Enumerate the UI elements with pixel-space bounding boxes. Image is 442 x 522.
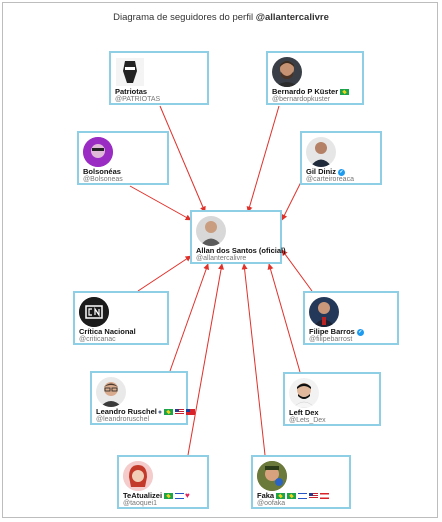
- edge-critica: [137, 255, 192, 292]
- title-handle: @allantercalivre: [255, 12, 329, 23]
- follower-card-gildiniz[interactable]: Gil Diniz✓ @carteiroreaca: [300, 131, 382, 185]
- edge-teatualizei: [187, 263, 225, 456]
- profile-handle: @taoquei1: [123, 500, 157, 507]
- profile-name-text: Bernardo P Küster: [272, 87, 339, 96]
- follower-card-bernardo[interactable]: Bernardo P Küster @bernardopkuster: [266, 51, 364, 105]
- verified-badge-icon: ✓: [338, 168, 345, 176]
- avatar: [123, 461, 153, 491]
- follower-card-leftdex[interactable]: Left Dex @Lets_Dex: [283, 372, 381, 426]
- figure-frame: [2, 2, 438, 518]
- edge-bernardo: [246, 105, 280, 213]
- avatar: [96, 377, 126, 407]
- usa-flag-icon: [175, 409, 185, 416]
- taiwan-flag-icon: [186, 409, 196, 416]
- profile-name: Leandro Ruschel●: [96, 407, 196, 416]
- edge-bolsoneas: [129, 185, 192, 221]
- heart-icon: ♥: [185, 491, 190, 500]
- verified-badge-icon: ✓: [356, 328, 364, 336]
- profile-name-text: TeAtualizei: [123, 491, 163, 500]
- speaking-head-icon: ●: [157, 409, 163, 416]
- profile-name: Crítica Nacional: [79, 327, 136, 336]
- profile-name: Filipe Barros✓: [309, 327, 364, 336]
- title-prefix: Diagrama de seguidores do perfil: [113, 12, 256, 23]
- brazil-flag-icon: [164, 409, 174, 416]
- profile-name: Patriotas: [115, 87, 148, 96]
- profile-name: Faka: [257, 491, 330, 500]
- israel-flag-icon: [175, 493, 185, 500]
- profile-name: Gil Diniz✓: [306, 167, 345, 176]
- follower-card-patriotas[interactable]: Patriotas @PATRIOTAS: [109, 51, 209, 105]
- lebanon-flag-icon: [320, 493, 330, 500]
- follower-card-filipe[interactable]: Filipe Barros✓ @filipebarrost: [303, 291, 399, 345]
- profile-handle: @criticanac: [79, 336, 116, 343]
- center-profile-card[interactable]: Allan dos Santos (oficial) @allantercali…: [190, 210, 286, 264]
- profile-handle: @carteiroreaca: [306, 176, 354, 183]
- profile-name: Allan dos Santos (oficial): [196, 246, 286, 255]
- diagram-title: Diagrama de seguidores do perfil @allant…: [0, 12, 442, 23]
- follower-card-critica[interactable]: Crítica Nacional @criticanac: [73, 291, 169, 345]
- profile-name-text: Leandro Ruschel: [96, 407, 157, 416]
- profile-name-text: Gil Diniz: [306, 167, 336, 176]
- avatar: [306, 137, 336, 167]
- edge-faka: [241, 263, 266, 456]
- profile-handle: @filipebarrost: [309, 336, 353, 343]
- edge-gildiniz: [281, 177, 304, 221]
- follower-card-leandro[interactable]: Leandro Ruschel● @leandroruschel: [90, 371, 196, 425]
- avatar: [257, 461, 287, 491]
- brazil-flag-icon: [276, 493, 286, 500]
- edge-filipe: [281, 249, 313, 292]
- brazil-flag-icon: [340, 89, 350, 96]
- follower-card-teatualizei[interactable]: TeAtualizei ♥ @taoquei1: [117, 455, 209, 509]
- profile-name: TeAtualizei ♥: [123, 491, 190, 500]
- profile-handle: @Lets_Dex: [289, 417, 326, 424]
- edge-leandro: [169, 263, 210, 372]
- profile-name-text: Filipe Barros: [309, 327, 355, 336]
- avatar: [79, 297, 109, 327]
- avatar: [115, 57, 145, 87]
- profile-name-text: Faka: [257, 491, 275, 500]
- profile-handle: @bernardopkuster: [272, 96, 331, 103]
- profile-handle: @oofaka: [257, 500, 286, 507]
- usa-flag-icon: [309, 493, 319, 500]
- israel-flag-icon: [298, 493, 308, 500]
- brazil-flag-icon: [287, 493, 297, 500]
- follower-card-faka[interactable]: Faka @oofaka: [251, 455, 351, 509]
- avatar: [272, 57, 302, 87]
- profile-handle: @Bolsoneas: [83, 176, 123, 183]
- profile-name: Left Dex: [289, 408, 319, 417]
- avatar: [289, 378, 319, 408]
- avatar: [196, 216, 226, 246]
- brazil-flag-icon: [164, 493, 174, 500]
- profile-name: Bolsonéas: [83, 167, 121, 176]
- avatar: [309, 297, 339, 327]
- follower-card-bolsoneas[interactable]: Bolsonéas @Bolsoneas: [77, 131, 169, 185]
- profile-handle: @PATRIOTAS: [115, 96, 161, 103]
- profile-name: Bernardo P Küster: [272, 87, 350, 96]
- profile-handle: @allantercalivre: [196, 255, 247, 262]
- profile-handle: @leandroruschel: [96, 416, 150, 423]
- edge-patriotas: [159, 105, 206, 213]
- avatar: [83, 137, 113, 167]
- edge-leftdex: [267, 263, 301, 373]
